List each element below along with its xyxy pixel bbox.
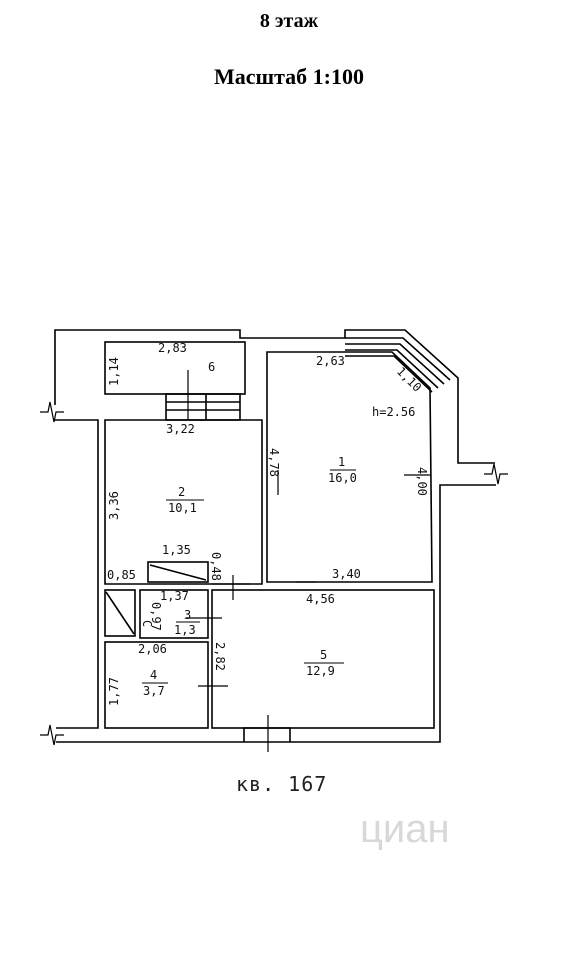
dim-wc-depth: 1,77 [107, 677, 121, 706]
dim-room1-bay: 1,10 [394, 364, 424, 394]
dim-room1-bottom: 3,40 [332, 567, 361, 581]
room-1-number: 1 [338, 455, 345, 469]
dim-balcony-depth: 1,14 [107, 357, 121, 386]
door-marks [186, 370, 430, 752]
dim-bath-width: 1,37 [160, 589, 189, 603]
dim-room2-top: 3,22 [166, 422, 195, 436]
bath-label: С [140, 620, 154, 627]
room-5-number: 5 [320, 648, 327, 662]
dim-room2-left: 3,36 [107, 491, 121, 520]
scale-title: Масштаб 1:100 [213, 64, 364, 89]
room-labels: 6 1 16,0 2 10,1 3 1,3 4 3,7 5 12,9 h=2.5… [142, 360, 415, 698]
room-1-area: 16,0 [328, 471, 357, 485]
dim-closet-width: 1,35 [162, 543, 191, 557]
dim-bath-depth: 0,97 [149, 602, 163, 631]
walls [54, 329, 496, 743]
room-4-number: 4 [150, 668, 157, 682]
dim-room1-right: 4,00 [415, 467, 429, 496]
apartment-label: кв. 167 [236, 772, 327, 796]
room-5-area: 12,9 [306, 664, 335, 678]
floor-title: 8 этаж [259, 10, 319, 32]
room-2-number: 2 [178, 485, 185, 499]
dimension-labels: 2,83 1,14 2,63 1,10 4,78 4,00 3,40 3,22 … [107, 341, 429, 706]
dim-corridor-width: 0,85 [107, 568, 136, 582]
room-3-area: 1,3 [174, 623, 196, 637]
ceiling-height: h=2.56 [372, 405, 415, 419]
room-4-area: 3,7 [143, 684, 165, 698]
room-2-area: 10,1 [168, 501, 197, 515]
dim-closet-depth: 0,48 [209, 552, 223, 581]
room-3-number: 3 [184, 608, 191, 622]
dim-hall-depth: 2,82 [213, 642, 227, 671]
dim-room1-left: 4,78 [267, 448, 281, 477]
dim-balcony-width: 2,83 [158, 341, 187, 355]
dim-room1-top: 2,63 [316, 354, 345, 368]
dim-wc-width: 2,06 [138, 642, 167, 656]
dim-hall-width: 4,56 [306, 592, 335, 606]
watermark-text: циан [360, 807, 450, 851]
break-marks [40, 401, 508, 746]
room-6-number: 6 [208, 360, 215, 374]
